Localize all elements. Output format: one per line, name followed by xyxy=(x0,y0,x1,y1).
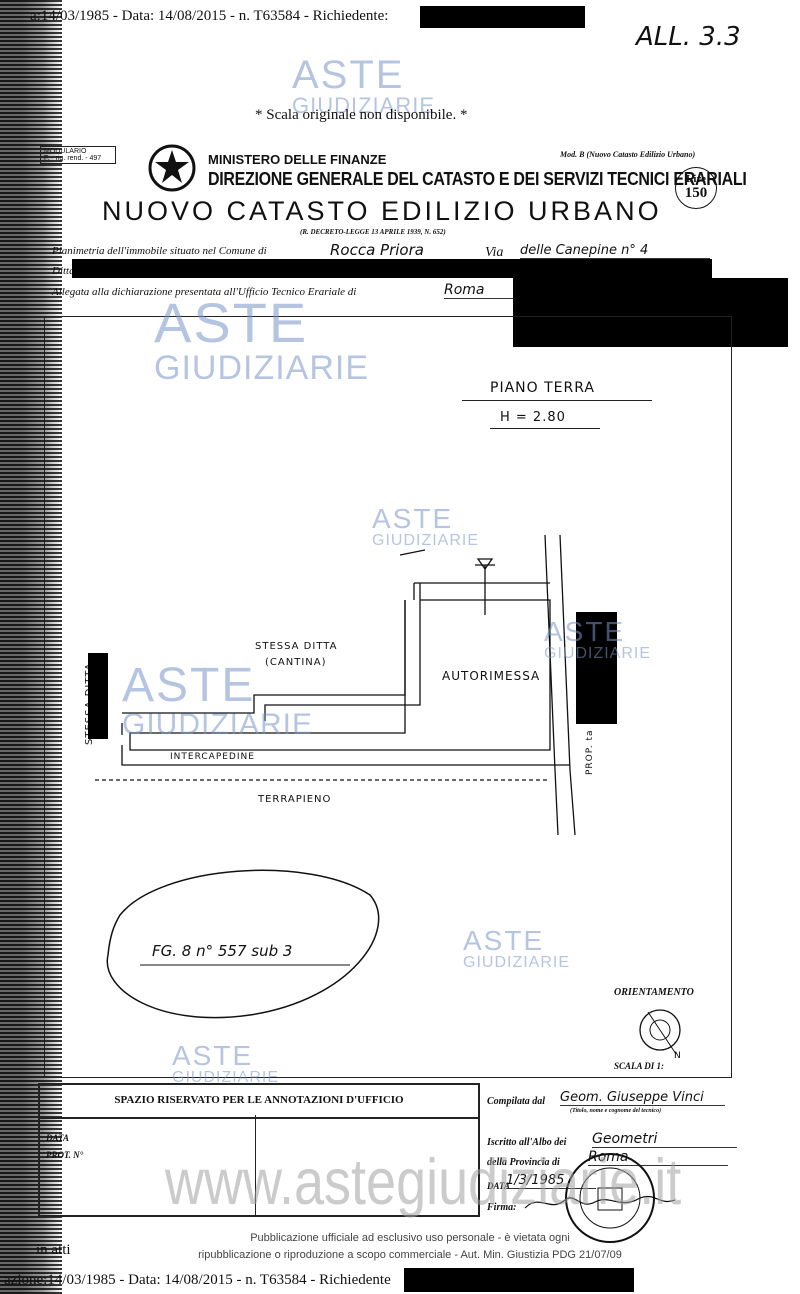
redaction-block xyxy=(576,612,617,724)
compass-icon: N xyxy=(639,1009,681,1060)
lire-stamp: Lire 150 xyxy=(675,167,717,209)
altezza-label: H = 2.80 xyxy=(500,410,566,425)
watermark-giudiziarie: GIUDIZIARIE xyxy=(463,954,571,971)
watermark-url: www.astegiudiziarie.it xyxy=(165,1146,682,1219)
provincia-label: della Provincia di xyxy=(487,1157,560,1168)
watermark-giudiziarie: GIUDIZIARIE xyxy=(372,532,480,549)
autorimessa-label: AUTORIMESSA xyxy=(442,669,541,683)
divider xyxy=(462,400,652,401)
modulario-label: MODULARIO xyxy=(44,148,87,155)
decreto: (R. DECRETO-LEGGE 13 APRILE 1939, N. 652… xyxy=(300,228,446,236)
plan-frame xyxy=(44,316,732,1078)
terrapieno-label: TERRAPIENO xyxy=(258,794,332,805)
cantina-label-1: STESSA DITTA xyxy=(255,641,338,652)
pubblicazione-line-2: ripubblicazione o riproduzione a scopo c… xyxy=(198,1249,622,1261)
divider xyxy=(255,1115,256,1215)
via-label: Via xyxy=(485,245,504,260)
cantina-label-2: (CANTINA) xyxy=(265,657,327,668)
watermark: ASTE GIUDIZIARIE xyxy=(463,927,570,971)
watermark: ASTE GIUDIZIARIE xyxy=(122,662,313,740)
compilata-value: Geom. Giuseppe Vinci xyxy=(560,1090,725,1106)
intercapedine-label: INTERCAPEDINE xyxy=(170,752,255,762)
watermark-aste: ASTE xyxy=(544,616,626,647)
lire-value: 150 xyxy=(684,185,708,201)
provincia-value: Roma xyxy=(588,1149,728,1166)
redaction-block xyxy=(88,653,108,739)
data2-value: 1/3/1985 xyxy=(506,1173,596,1189)
lire-label: Lire xyxy=(686,173,706,185)
redaction-block xyxy=(420,6,585,28)
direzione: DIREZIONE GENERALE DEL CATASTO E DEI SER… xyxy=(208,170,747,190)
ditta-label: Ditta xyxy=(52,265,75,277)
watermark: ASTE GIUDIZIARIE xyxy=(154,291,370,387)
firma-label: Firma: xyxy=(487,1202,517,1213)
watermark-giudiziarie: GIUDIZIARIE xyxy=(122,708,314,741)
ministero: MINISTERO DELLE FINANZE xyxy=(208,152,387,167)
in-atti-label: in atti xyxy=(36,1242,71,1258)
watermark: ASTE GIUDIZIARIE xyxy=(372,505,479,549)
compilata-sub: (Titolo, nome e cognome del tecnico) xyxy=(570,1108,662,1114)
compilata-label: Compilata dal xyxy=(487,1096,546,1107)
watermark-aste: ASTE xyxy=(372,503,454,534)
ufficio-value: Roma xyxy=(444,282,514,299)
piano-label: PIANO TERRA xyxy=(490,380,595,396)
foglio-oval xyxy=(106,869,380,1019)
redaction-block xyxy=(513,278,788,347)
watermark-giudiziarie: GIUDIZIARIE xyxy=(544,645,652,662)
redaction-block xyxy=(404,1268,634,1292)
watermark-aste: ASTE xyxy=(122,659,256,712)
floor-plan xyxy=(95,534,576,836)
svg-text:N: N xyxy=(674,1051,681,1060)
watermark-giudiziarie: GIUDIZIARIE xyxy=(172,1069,280,1086)
modulario-box: MODULARIO F. - rig. rend. - 497 xyxy=(40,146,116,164)
mod-b: Mod. B (Nuovo Catasto Edilizio Urbano) xyxy=(560,150,696,159)
annotazioni-header: SPAZIO RISERVATO PER LE ANNOTAZIONI D'UF… xyxy=(38,1083,480,1119)
watermark-giudiziarie: GIUDIZIARIE xyxy=(292,93,436,118)
allegato-label: ALL. 3.3 xyxy=(636,22,741,52)
orientamento-label: ORIENTAMENTO xyxy=(614,987,694,998)
watermark-aste: ASTE xyxy=(172,1040,254,1071)
emblem-icon xyxy=(148,144,196,192)
annotazioni-title: SPAZIO RISERVATO PER LE ANNOTAZIONI D'UF… xyxy=(114,1094,404,1106)
watermark: ASTE GIUDIZIARIE xyxy=(172,1042,279,1086)
data2-label: DATA xyxy=(487,1181,511,1191)
watermark-giudiziarie: GIUDIZIARIE xyxy=(154,349,370,387)
comune-value: Rocca Priora xyxy=(330,241,475,260)
catasto-title: NUOVO CATASTO EDILIZIO URBANO xyxy=(102,196,662,226)
watermark: ASTE GIUDIZIARIE xyxy=(292,55,435,117)
garage-wall xyxy=(129,599,551,751)
scala-note: * Scala originale non disponibile. * xyxy=(255,107,468,123)
allegata-label: Allegata alla dichiarazione presentata a… xyxy=(52,286,357,298)
footer-request-line: azione:14/03/1985 - Data: 14/08/2015 - n… xyxy=(4,1272,391,1288)
planimetria-label: Planimetria dell'immobile situato nel Co… xyxy=(52,245,267,257)
stamp-seal xyxy=(565,1153,655,1243)
watermark-aste: ASTE xyxy=(154,291,309,354)
divider xyxy=(490,428,600,429)
modulario-code: F. - rig. rend. - 497 xyxy=(44,155,102,162)
watermark-aste: ASTE xyxy=(292,53,405,97)
annotazioni-body xyxy=(38,1115,480,1217)
data-label: DATA xyxy=(46,1133,70,1143)
iscritto-label: Iscritto all'Albo dei xyxy=(487,1137,567,1148)
prop-label: PROP. ta xyxy=(585,729,595,775)
prot-label: PROT. N° xyxy=(46,1150,84,1160)
pubblicazione-line-1: Pubblicazione ufficiale ad esclusivo uso… xyxy=(250,1232,570,1244)
iscritto-value: Geometri xyxy=(592,1131,737,1148)
scala-label: SCALA DI 1: xyxy=(614,1061,665,1071)
signature xyxy=(524,1196,676,1209)
scan-edge xyxy=(0,0,62,1294)
redaction-block xyxy=(72,259,712,278)
header-request-line: a:14/03/1985 - Data: 14/08/2015 - n. T63… xyxy=(30,8,389,24)
watermark: ASTE GIUDIZIARIE xyxy=(544,618,651,662)
watermark-aste: ASTE xyxy=(463,925,545,956)
via-value: delle Canepine n° 4 xyxy=(520,243,710,259)
foglio-label: FG. 8 n° 557 sub 3 xyxy=(152,942,293,960)
